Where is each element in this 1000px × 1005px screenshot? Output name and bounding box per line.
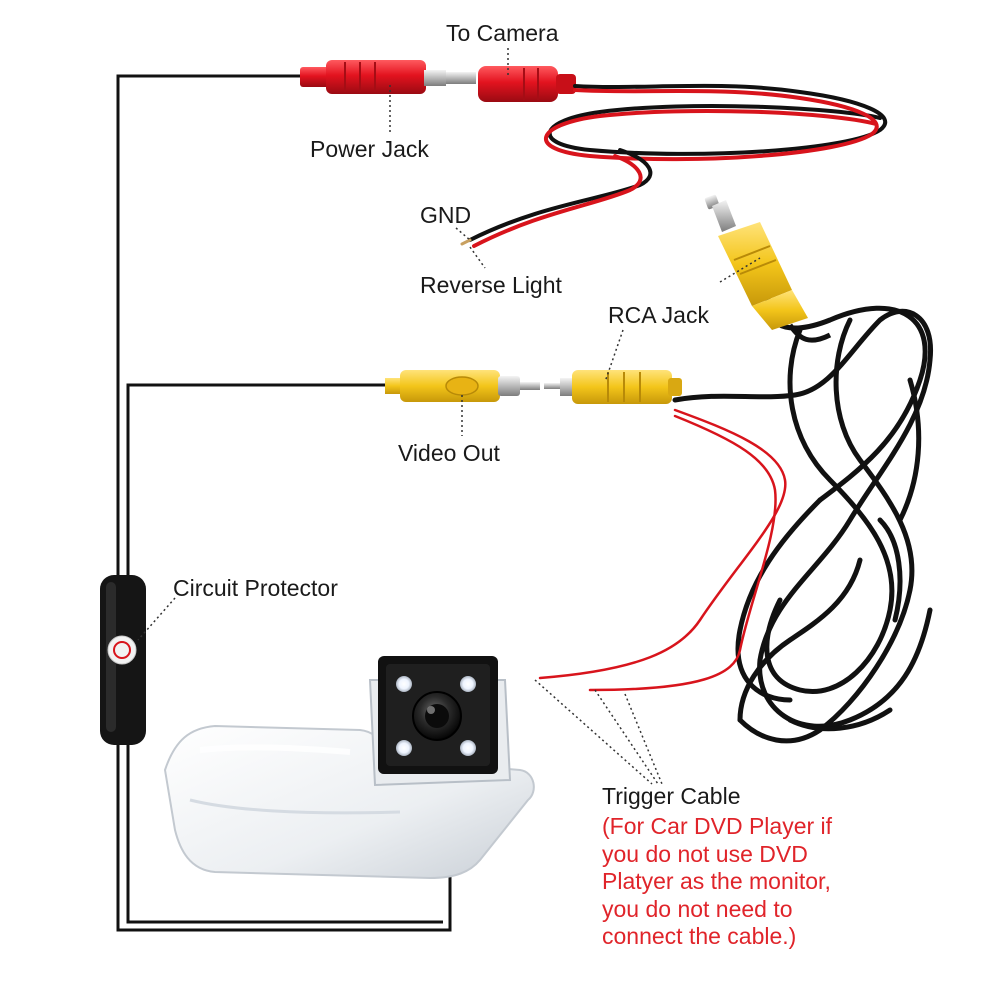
trigger-note-line: connect the cable.) — [602, 923, 797, 949]
video-out-rca — [385, 370, 540, 402]
reverse-light-label: Reverse Light — [420, 272, 562, 298]
leader-lines — [137, 48, 761, 785]
trigger-note-line: you do not need to — [602, 895, 793, 922]
trigger-cable-label: Trigger Cable — [602, 783, 741, 809]
rca-jack-label: RCA Jack — [608, 302, 709, 328]
trigger-note-line: Platyer as the monitor, — [602, 868, 831, 894]
trigger-cable-note: (For Car DVD Player if you do not use DV… — [602, 813, 992, 951]
rca-jack-top — [704, 194, 832, 343]
camera-module — [368, 656, 512, 787]
circuit-protector-label: Circuit Protector — [173, 575, 338, 601]
main-harness-wire — [116, 74, 452, 932]
trigger-note-line: you do not use DVD — [602, 840, 808, 867]
power-jack-label: Power Jack — [310, 136, 429, 162]
rca-jack-camera-side — [544, 370, 682, 404]
video-cable-coil — [672, 287, 934, 744]
trigger-wire — [538, 408, 787, 692]
trigger-note-line: (For Car DVD Player if — [602, 813, 833, 839]
power-cable-coil — [460, 83, 888, 248]
to-camera-label: To Camera — [446, 20, 559, 46]
gnd-label: GND — [420, 202, 472, 228]
power-jack-connector — [300, 60, 476, 94]
video-out-label: Video Out — [398, 440, 500, 466]
camera-power-connector — [478, 66, 576, 102]
circuit-protector — [100, 575, 146, 745]
